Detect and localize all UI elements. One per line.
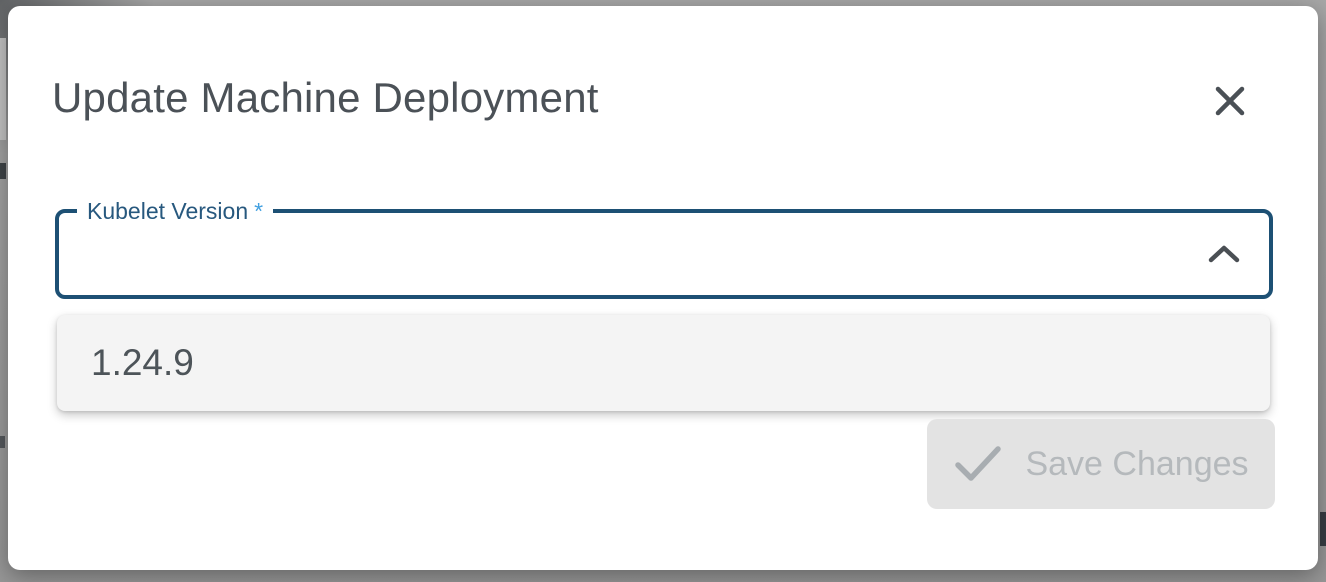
update-machine-deployment-dialog: Update Machine Deployment Kubelet Versio… xyxy=(8,6,1318,570)
kubelet-version-label: Kubelet Version* xyxy=(77,196,274,226)
kubelet-version-dropdown-panel: 1.24.9 xyxy=(57,315,1270,411)
close-button[interactable] xyxy=(1204,76,1256,128)
background-page-remnant xyxy=(0,38,6,140)
background-page-remnant xyxy=(0,436,5,448)
save-changes-button[interactable]: Save Changes xyxy=(927,419,1275,509)
save-changes-label: Save Changes xyxy=(1025,444,1249,483)
dialog-title: Update Machine Deployment xyxy=(52,74,599,121)
kubelet-version-selected-value xyxy=(85,213,1179,295)
background-page-remnant xyxy=(0,163,6,179)
kubelet-version-select[interactable]: Kubelet Version* xyxy=(55,196,1273,299)
dropdown-option[interactable]: 1.24.9 xyxy=(91,342,194,383)
background-page-remnant xyxy=(1320,512,1326,546)
check-icon xyxy=(953,444,1003,484)
kubelet-version-label-text: Kubelet Version xyxy=(87,198,249,224)
chevron-up-icon[interactable] xyxy=(1207,243,1241,265)
required-asterisk: * xyxy=(254,198,264,224)
close-icon xyxy=(1212,83,1248,122)
